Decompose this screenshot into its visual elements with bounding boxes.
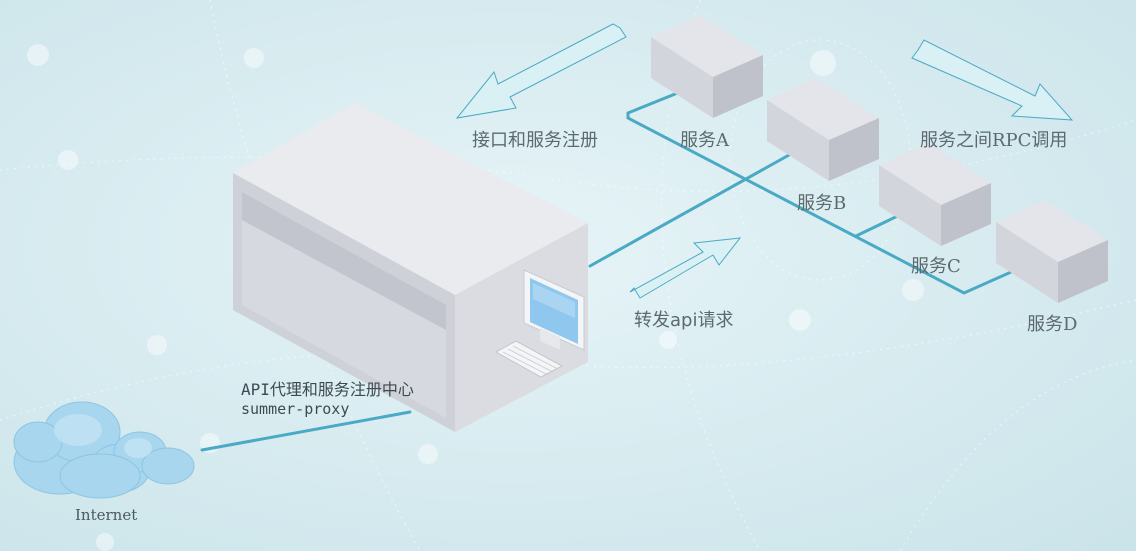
keyboard-icon bbox=[494, 340, 564, 378]
cloud-highlight bbox=[54, 414, 152, 458]
rpc-arrow bbox=[911, 39, 1074, 121]
forward-arrow bbox=[629, 237, 742, 299]
register-arrow bbox=[455, 23, 627, 119]
forward-arrow-label: 转发api请求 bbox=[634, 310, 734, 331]
service-c-label: 服务C bbox=[911, 256, 961, 277]
service-box-d bbox=[996, 200, 1108, 303]
service-box-a bbox=[651, 15, 763, 118]
internet-line bbox=[200, 410, 412, 452]
service-a-label: 服务A bbox=[680, 130, 729, 151]
proxy-title-label: API代理和服务注册中心 bbox=[241, 380, 414, 399]
service-b-label: 服务B bbox=[797, 193, 847, 214]
service-box-c bbox=[879, 143, 991, 246]
service-d-label: 服务D bbox=[1027, 314, 1078, 335]
proxy-to-service-b-line bbox=[588, 148, 800, 268]
register-arrow-label: 接口和服务注册 bbox=[472, 130, 598, 151]
register-line bbox=[626, 88, 1022, 295]
rpc-arrow-label: 服务之间RPC调用 bbox=[920, 130, 1068, 151]
proxy-server-box bbox=[233, 103, 588, 432]
proxy-name-label: summer-proxy bbox=[241, 400, 350, 418]
internet-label: Internet bbox=[75, 506, 138, 524]
connection-lines bbox=[200, 88, 1022, 452]
computer-monitor-icon bbox=[523, 269, 585, 351]
service-box-b bbox=[767, 78, 879, 181]
